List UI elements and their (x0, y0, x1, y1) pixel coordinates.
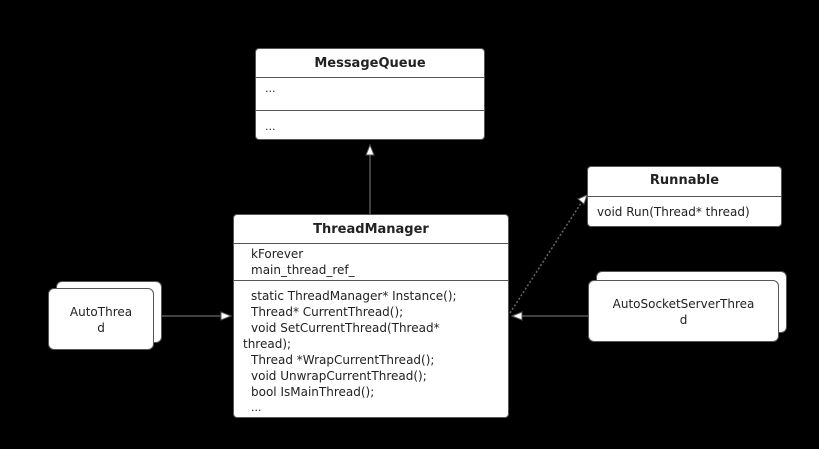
autosocket-label-line2: d (679, 313, 688, 327)
threadmanager-operation: bool IsMainThread(); (251, 385, 375, 399)
messagequeue-operations: ... (265, 120, 276, 133)
runnable-divider (588, 196, 781, 197)
autosocket-class: AutoSocketServerThrea d (588, 280, 779, 342)
threadmanager-operation: thread); (243, 337, 292, 351)
threadmanager-divider-1 (234, 243, 508, 244)
messagequeue-arrowhead (365, 143, 375, 156)
tm-to-runnable-connector (509, 199, 584, 314)
autosocket-label-line1: AutoSocketServerThrea (612, 297, 755, 311)
threadmanager-operation: static ThreadManager* Instance(); (251, 289, 457, 303)
threadmanager-operation: Thread *WrapCurrentThread(); (251, 353, 435, 367)
autothread-label-line2: d (97, 321, 105, 335)
messagequeue-divider-1 (256, 77, 484, 78)
runnable-operation: void Run(Thread* thread) (597, 205, 750, 219)
autothread-label-line1: AutoThrea (69, 305, 133, 319)
threadmanager-attribute: kForever (251, 247, 304, 261)
threadmanager-divider-2 (234, 280, 508, 281)
threadmanager-operation: void SetCurrentThread(Thread* (251, 321, 440, 335)
messagequeue-class: MessageQueue ... ... (255, 48, 485, 140)
messagequeue-title: MessageQueue (314, 56, 426, 71)
runnable-arrowhead (577, 194, 588, 205)
messagequeue-attributes: ... (265, 82, 276, 95)
runnable-title: Runnable (649, 173, 720, 188)
messagequeue-divider-2 (256, 110, 484, 111)
autothread-class: AutoThrea d (48, 288, 154, 350)
threadmanager-operation: ... (251, 401, 262, 414)
runnable-class: Runnable void Run(Thread* thread) (587, 166, 782, 227)
threadmanager-operation: Thread* CurrentThread(); (251, 305, 404, 319)
autosocket-arrowhead (510, 311, 523, 321)
threadmanager-class: ThreadManager kForever main_thread_ref_ … (233, 214, 509, 418)
threadmanager-operation: void UnwrapCurrentThread(); (251, 369, 427, 383)
autothread-arrowhead (220, 311, 233, 321)
threadmanager-attribute: main_thread_ref_ (251, 263, 355, 277)
threadmanager-title: ThreadManager (313, 222, 429, 237)
